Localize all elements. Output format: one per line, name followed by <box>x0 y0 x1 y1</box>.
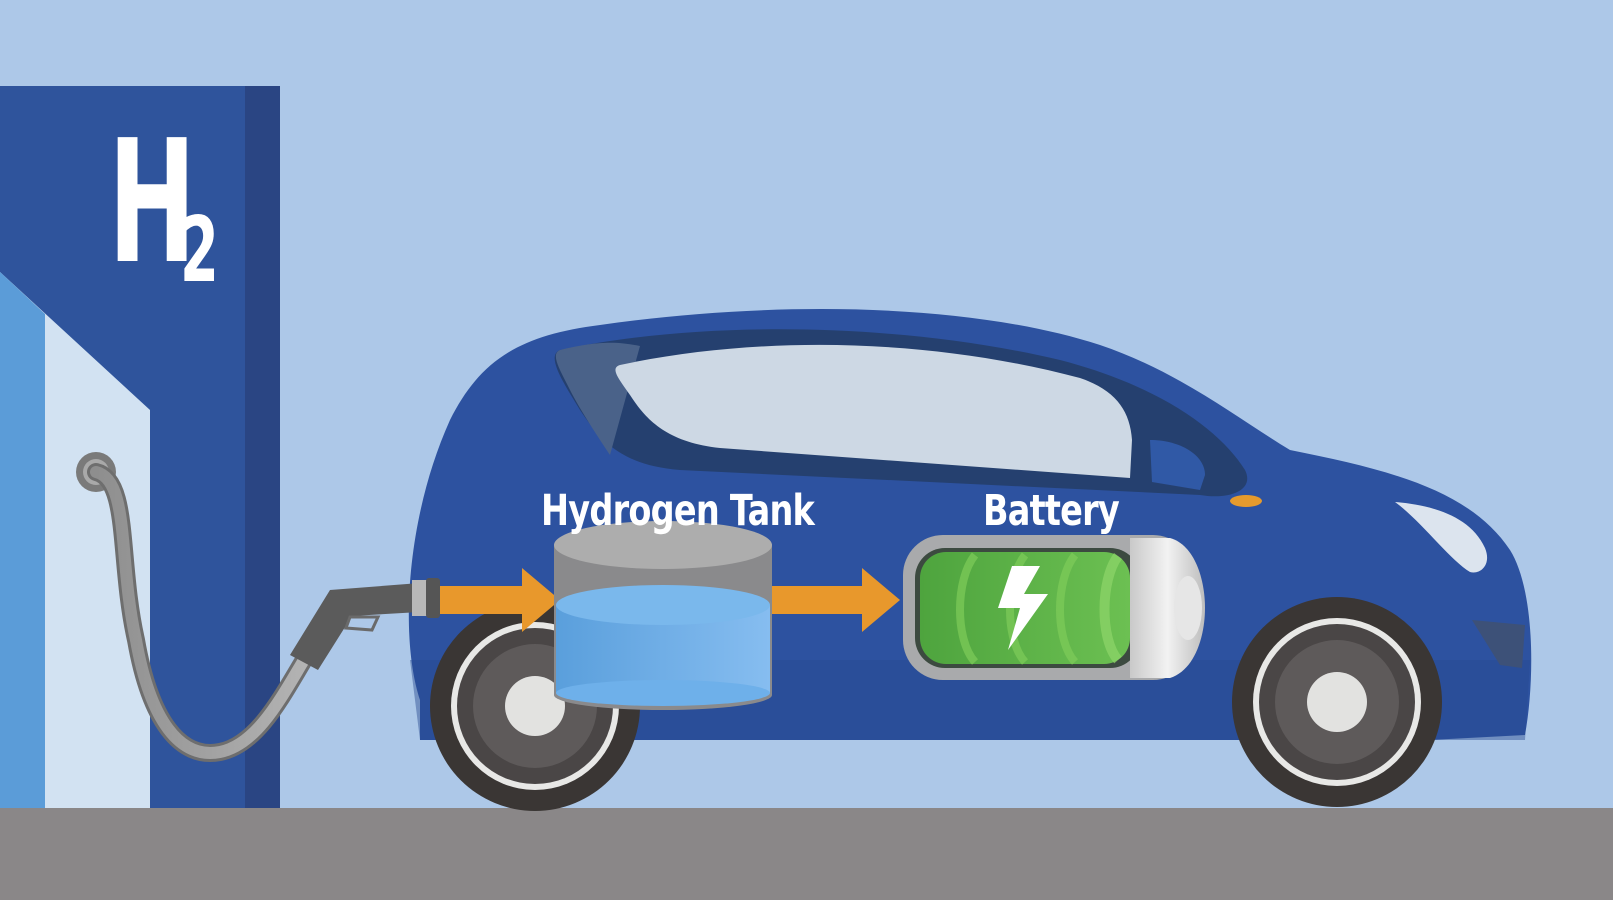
h2-sign: H 2 <box>108 104 250 303</box>
headlight <box>1395 502 1488 573</box>
front-wheel <box>1232 597 1442 807</box>
car <box>408 309 1532 740</box>
arrow-right-icon <box>770 568 900 632</box>
hydrogen-tank-label: Hydrogen Tank <box>541 486 815 536</box>
h2-subscript: 2 <box>180 198 219 303</box>
arrow-right-icon <box>440 568 560 632</box>
hydrogen-tank <box>554 521 772 710</box>
side-mirror <box>1150 440 1205 490</box>
lightning-bolt-icon <box>998 566 1048 650</box>
turn-indicator <box>1230 495 1262 507</box>
h2-symbol: H <box>108 104 197 302</box>
battery-label: Battery <box>983 486 1120 536</box>
fuel-nozzle <box>290 578 440 670</box>
battery <box>903 535 1205 680</box>
window-glass <box>615 344 1132 478</box>
ground <box>0 808 1613 900</box>
